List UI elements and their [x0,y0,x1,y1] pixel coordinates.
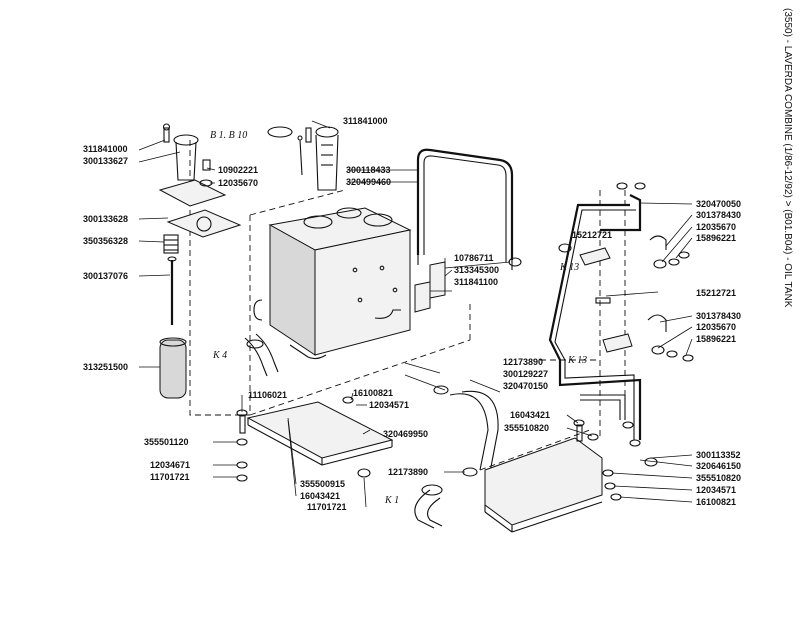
part-label: 300129227 [503,369,548,379]
part-label: 355510820 [504,423,549,433]
lower-guard [484,419,658,533]
part-label: 15212721 [572,230,612,240]
part-label: 12034671 [150,460,190,470]
reference-marks: B 1. B 10 K 4 K 13 K 13 K 1 [210,130,587,506]
part-label: 12035670 [218,178,258,188]
part-label: 355501120 [144,437,189,447]
part-label: 12173890 [503,357,543,367]
part-label: 11701721 [150,472,190,482]
part-label: 16100821 [696,497,736,507]
part-label: 16043421 [300,491,340,501]
part-label: 320646150 [696,461,741,471]
part-label: 12035670 [696,222,736,232]
part-label: 355500915 [300,479,345,489]
ref-k1: K 1 [384,495,399,506]
part-label: 12034571 [696,485,736,495]
tank-strap [416,148,514,270]
part-label: 313251500 [83,362,128,372]
part-label: 311841100 [454,277,498,287]
ref-k13-lower: K 13 [567,355,587,366]
part-label: 300133627 [83,156,128,166]
part-label: 300133628 [83,214,128,224]
part-label: 16043421 [510,410,550,420]
part-label: 12035670 [696,322,736,332]
leader-lines [138,120,693,508]
part-label: 301378430 [696,210,741,220]
part-label: 12173890 [388,467,428,477]
part-labels: 311841000 311841000 300133627 10902221 1… [83,116,741,512]
part-label: 311841000 [83,144,128,154]
left-stack [158,123,242,399]
return-pipes [548,182,646,447]
part-label: 15896221 [696,334,736,344]
part-label: 313345300 [454,265,499,275]
part-label: 11106021 [248,390,287,400]
part-label: 11701721 [307,502,347,512]
part-label: 355510820 [696,473,741,483]
part-label: 350356328 [83,236,128,246]
base-support [236,396,394,482]
part-label: 320470150 [503,381,548,391]
filler-assembly [267,126,339,191]
part-label: 320499460 [346,177,391,187]
part-label: 300113352 [696,450,741,460]
tank-clamps [414,257,522,313]
part-label: 10902221 [218,165,258,175]
part-label: 16100821 [353,388,393,398]
oil-tank [253,207,412,360]
part-label: 300137076 [83,271,128,281]
part-label: 311841000 [343,116,388,126]
part-label: 301378430 [696,311,741,321]
ref-k4: K 4 [212,350,227,361]
pipe-clamps [558,235,694,362]
part-label: 10786711 [454,253,494,263]
part-label: 320469950 [383,429,428,439]
part-label: 12034571 [369,400,409,410]
part-label: 15896221 [696,233,736,243]
hoses [244,333,499,529]
part-label: 15212721 [696,288,736,298]
part-label: 320470050 [696,199,741,209]
ref-k13-upper: K 13 [559,262,579,273]
ref-b1-b10: B 1. B 10 [210,130,247,141]
part-label: 300118433 [346,165,391,175]
